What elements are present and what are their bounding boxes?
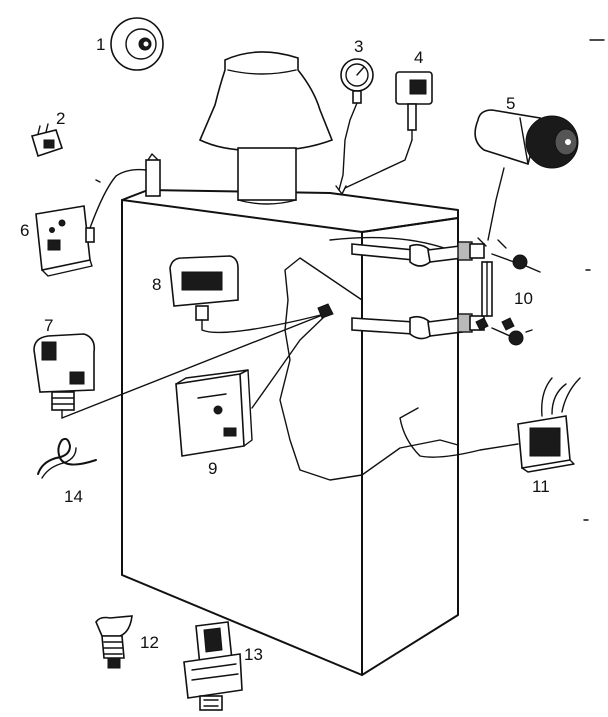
callout-13: 13 bbox=[244, 645, 263, 664]
leader-4 bbox=[344, 139, 413, 189]
callout-10: 10 bbox=[514, 289, 533, 308]
callout-5: 5 bbox=[506, 94, 515, 113]
callout-9: 9 bbox=[208, 459, 217, 478]
part-7-switch bbox=[33, 333, 96, 419]
callout-14: 14 bbox=[64, 487, 83, 506]
draft-hood bbox=[198, 51, 334, 205]
part-12-valve bbox=[95, 615, 133, 669]
leader-3 bbox=[338, 102, 358, 191]
center-fitting bbox=[317, 303, 334, 319]
margin-marks bbox=[583, 39, 605, 521]
callout-11: 11 bbox=[532, 477, 550, 496]
part-13-gas-valve bbox=[183, 621, 243, 711]
part-14-flex-tube bbox=[37, 437, 97, 479]
part-11-switch-plate bbox=[399, 377, 581, 473]
part-1-cap bbox=[110, 17, 164, 71]
callout-2: 2 bbox=[56, 109, 65, 128]
callout-3: 3 bbox=[354, 37, 363, 56]
part-6-control-box bbox=[35, 168, 147, 277]
part-5-burner-tube bbox=[474, 109, 579, 169]
part-2-clip bbox=[30, 123, 64, 158]
boiler-cabinet bbox=[121, 189, 459, 676]
part-8-transformer bbox=[169, 255, 326, 334]
callout-12: 12 bbox=[140, 633, 159, 652]
part-9-control-panel bbox=[175, 315, 326, 457]
callout-4: 4 bbox=[414, 48, 423, 67]
callout-6: 6 bbox=[20, 221, 29, 240]
callout-7: 7 bbox=[44, 316, 53, 335]
callout-labels: 1 2 3 4 5 6 7 8 9 10 11 12 13 14 bbox=[20, 35, 550, 664]
callout-8: 8 bbox=[152, 275, 161, 294]
leader-5 bbox=[487, 167, 505, 241]
fitting-top bbox=[335, 185, 347, 195]
callout-1: 1 bbox=[96, 35, 105, 54]
part-10-piping bbox=[351, 237, 541, 346]
vent-stub bbox=[145, 153, 161, 197]
leader-7 bbox=[61, 313, 326, 419]
part-4-temperature-control bbox=[395, 71, 433, 141]
part-3-pressure-gauge bbox=[340, 58, 374, 104]
